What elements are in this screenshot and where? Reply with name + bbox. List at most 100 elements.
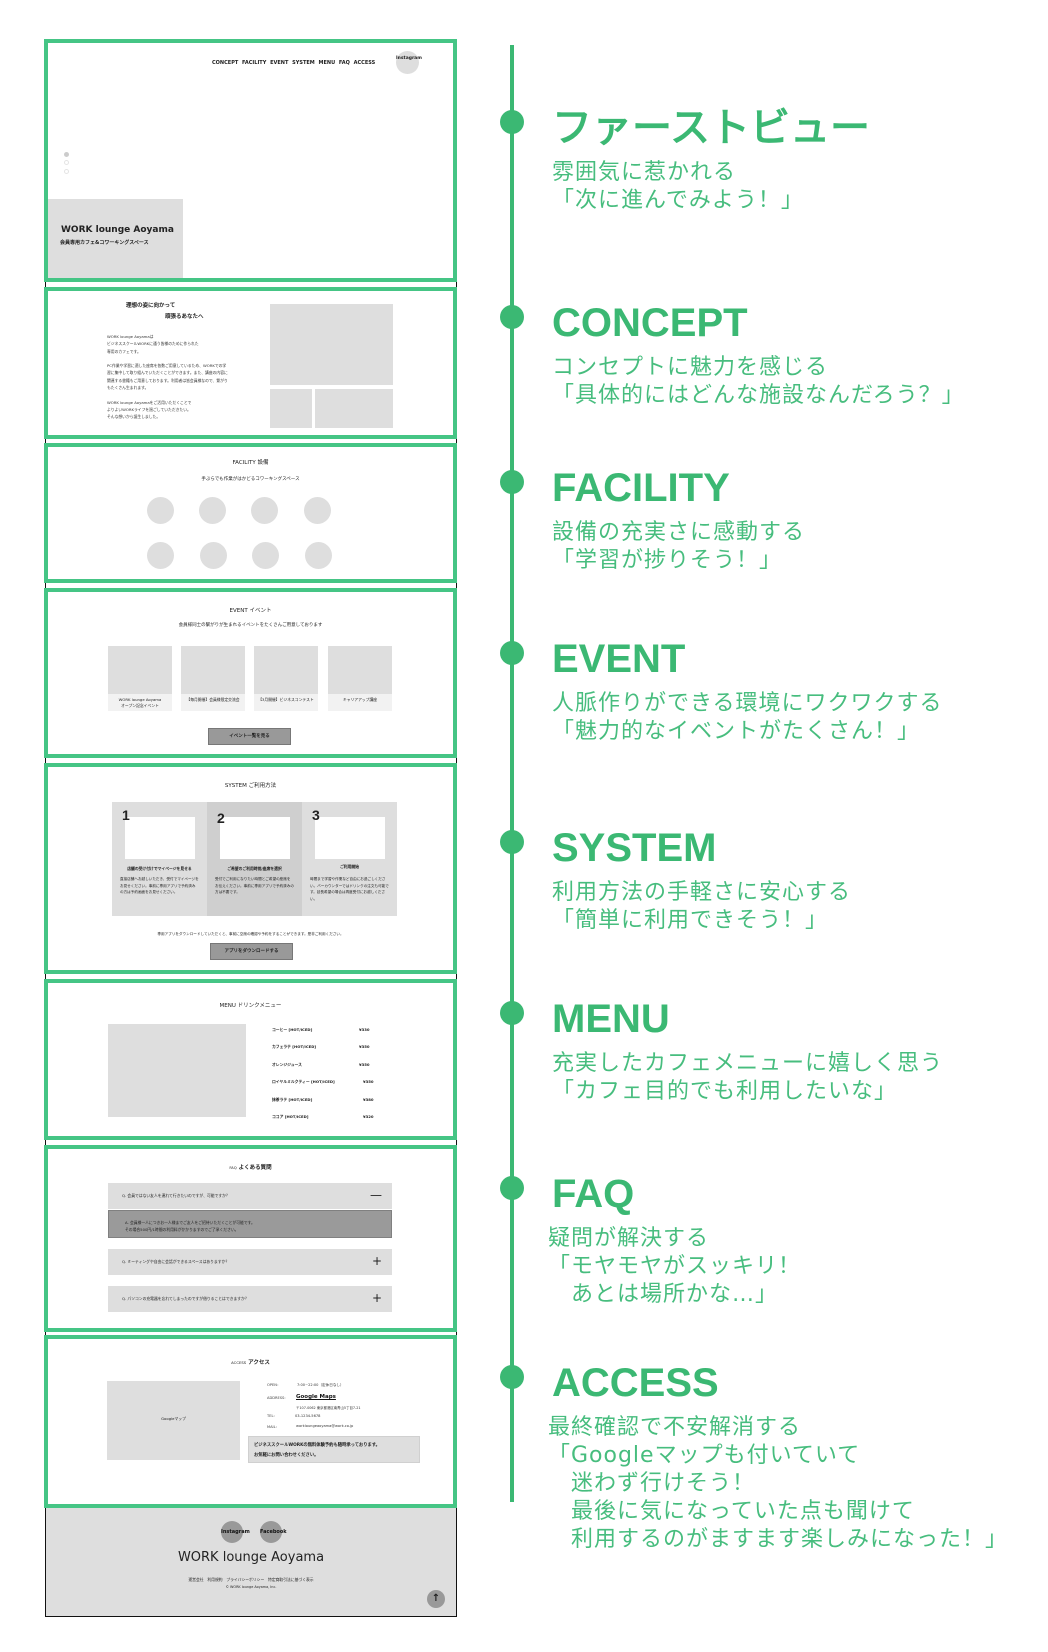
nav-access[interactable]: ACCESS [353,60,376,66]
faq-question[interactable]: Q. パソコンの充電器を忘れてしまったのですが借りることはできますか？+ [108,1286,392,1312]
instagram-button[interactable]: Instagram [396,51,422,74]
faq-title-en: FAQ [229,1165,237,1170]
global-nav: CONCEPT FACILITY EVENT SYSTEM MENU FAQ A… [212,60,375,66]
event-card[interactable]: キャリアアップ講座 [328,646,392,711]
access-title-en: ACCESS [231,1360,247,1365]
access-title: ACCESS アクセス [48,1358,453,1366]
menu-item: 抹茶ラテ [HOT/ICED]¥380 [272,1097,382,1103]
system-title: SYSTEM ご利用方法 [224,783,277,789]
event-caption: 【3月開催】ビジネスコンテスト [258,697,314,702]
menu-item: カフェラテ [HOT/ICED]¥350 [272,1044,382,1050]
timeline-description: コンセプトに魅力を感じる 「具体的にはどんな施設なんだろう？」 [552,355,965,408]
mail: workloungeaoyama@work.co.jp [296,1424,354,1428]
event-image [254,646,318,694]
menu-item-price: ¥350 [363,1079,374,1084]
footer-links[interactable]: 運営会社 利用規約 プライバシーポリシー 特定商取引法に基づく表示 [188,1577,314,1582]
section-system: SYSTEM ご利用方法 1 店舗の受け付けでマイページを見せる 直接店舗へお越… [44,763,457,974]
timeline-heading-faq: FAQ [552,1172,635,1216]
step-image [125,817,195,859]
timeline-description: 疑問が解決する 「モヤモヤがスッキリ！ あとは場所かな…」 [548,1226,802,1307]
timeline-dot [500,1365,524,1389]
faq-question[interactable]: Q. 会員ではない友人を連れて行きたいのですが、可能ですか？ — [108,1183,392,1209]
step-number: 3 [312,807,320,823]
menu-item-price: ¥380 [363,1097,374,1102]
trial-note: ビジネススクールWORKの無料体験予約も随時承っております。 お気軽にお問い合わ… [248,1436,420,1463]
faq-answer: A. 会員様一人につきお一人様までご友人をご招待いただくことが可能です。 その場… [108,1210,392,1238]
nav-event[interactable]: EVENT [270,60,289,66]
access-title-ja: アクセス [248,1360,270,1366]
timeline-heading-facility: FACILITY [552,466,730,510]
menu-item-price: ¥350 [359,1062,370,1067]
back-to-top-button[interactable]: ↑ [427,1590,445,1608]
timeline-heading-access: ACCESS [552,1361,719,1405]
step-text: 受付でご利用になりたい時間とご希望の座席をお伝えください。事前に専用アプリで予約… [215,877,294,894]
concept-heading-line1: 理想の姿に向かって [126,303,176,309]
menu-item-name: カフェラテ [HOT/ICED] [272,1044,317,1049]
step-image [315,817,385,859]
step-title: ご希望のご利用時間/座席を選択 [227,866,282,871]
event-card[interactable]: 【毎月開催】会員様限定交流会 [181,646,245,711]
expand-icon[interactable]: + [371,1254,382,1268]
timeline-heading-system: SYSTEM [552,826,717,870]
nav-menu[interactable]: MENU [318,60,336,66]
concept-body: WORK lounge Aoyamaは ビジネススクールWORKに通う皆様のため… [107,334,228,420]
system-step: 1 店舗の受け付けでマイページを見せる 直接店舗へお越しいただき、受付でマイペー… [112,802,207,916]
step-title: ご利用開始 [340,864,359,869]
event-card[interactable]: 【3月開催】ビジネスコンテスト [254,646,318,711]
event-image [181,646,245,694]
expand-icon[interactable]: + [371,1291,382,1305]
tel-label: TEL: [267,1414,275,1418]
timeline-description: 利用方法の手軽さに安心する 「簡単に利用できそう！」 [552,880,852,933]
address-label: ADDRESS: [267,1396,286,1400]
concept-image-sub [270,389,312,428]
step-number: 2 [217,810,225,826]
facility-icon [304,497,331,524]
app-download-button[interactable]: アプリをダウンロードする [210,943,293,960]
step-title: 店舗の受け付けでマイページを見せる [127,866,192,871]
footer: Instagram Facebook WORK lounge Aoyama 運営… [45,1508,457,1617]
menu-item: オレンジジュース ¥350 [272,1062,382,1068]
faq-title-ja: よくある質問 [238,1165,272,1171]
footer-facebook-button[interactable]: Facebook [260,1521,287,1543]
slider-dot-active[interactable] [64,152,69,157]
nav-system[interactable]: SYSTEM [292,60,315,66]
menu-item: ロイヤルミルクティー [HOT/ICED]¥350 [272,1079,382,1085]
section-event: EVENT イベント 会員様同士の繋がりが生まれるイベントをたくさんご用意してお… [44,588,457,758]
concept-image-sub [315,389,393,428]
timeline-heading-concept: CONCEPT [552,301,748,345]
event-caption: WORK lounge Aoyama オープン記念イベント [118,697,162,708]
step-number: 1 [122,807,130,823]
facility-icon [147,542,174,569]
slider-dot[interactable] [64,169,69,174]
timeline-description: 人脈作りができる環境にワクワクする 「魅力的なイベントがたくさん！」 [552,691,943,744]
section-menu: MENU ドリンクメニュー コーヒー [HOT/ICED]¥330 カフェラテ … [44,979,457,1140]
nav-facility[interactable]: FACILITY [242,60,267,66]
menu-item-name: ココア [HOT/ICED] [272,1114,309,1119]
event-card[interactable]: WORK lounge Aoyama オープン記念イベント [108,646,172,711]
timeline-dot [500,641,524,665]
facility-icon [200,542,227,569]
nav-faq[interactable]: FAQ [338,60,350,66]
section-firstview: CONCEPT FACILITY EVENT SYSTEM MENU FAQ A… [44,39,457,282]
event-subtitle: 会員様同士の繋がりが生まれるイベントをたくさんご用意しております [178,623,323,628]
faq-question-text: Q. 会員ではない友人を連れて行きたいのですが、可能ですか？ [122,1193,230,1198]
menu-title: MENU ドリンクメニュー [219,1003,282,1009]
nav-concept[interactable]: CONCEPT [212,60,239,66]
faq-question[interactable]: Q. ミーティングや自由に会話ができるスペースはありますか？+ [108,1249,392,1275]
google-map[interactable]: Googleマップ [107,1381,240,1460]
menu-item-name: オレンジジュース [272,1062,302,1067]
google-maps-link[interactable]: Google Maps [296,1394,336,1400]
faq-title: FAQ よくある質問 [48,1163,453,1171]
collapse-icon[interactable]: — [370,1188,382,1202]
footer-title: WORK lounge Aoyama [177,1550,325,1565]
footer-instagram-button[interactable]: Instagram [221,1521,250,1543]
event-list-button[interactable]: イベント一覧を見る [208,728,291,745]
timeline-description: 充実したカフェメニューに嬉しく思う 「カフェ目的でも利用したいな」 [552,1051,944,1104]
address: 〒107-0062 東京都港区南青山5丁目7-21 [296,1406,361,1410]
facility-icon [305,542,332,569]
timeline-dot [500,110,524,134]
mail-label: MAIL: [267,1425,277,1429]
section-access: ACCESS アクセス Googleマップ OPEN： 7:00~22:00（定… [44,1335,457,1508]
timeline-description: 雰囲気に惹かれる 「次に進んでみよう！」 [552,160,804,213]
slider-dot[interactable] [64,160,69,165]
